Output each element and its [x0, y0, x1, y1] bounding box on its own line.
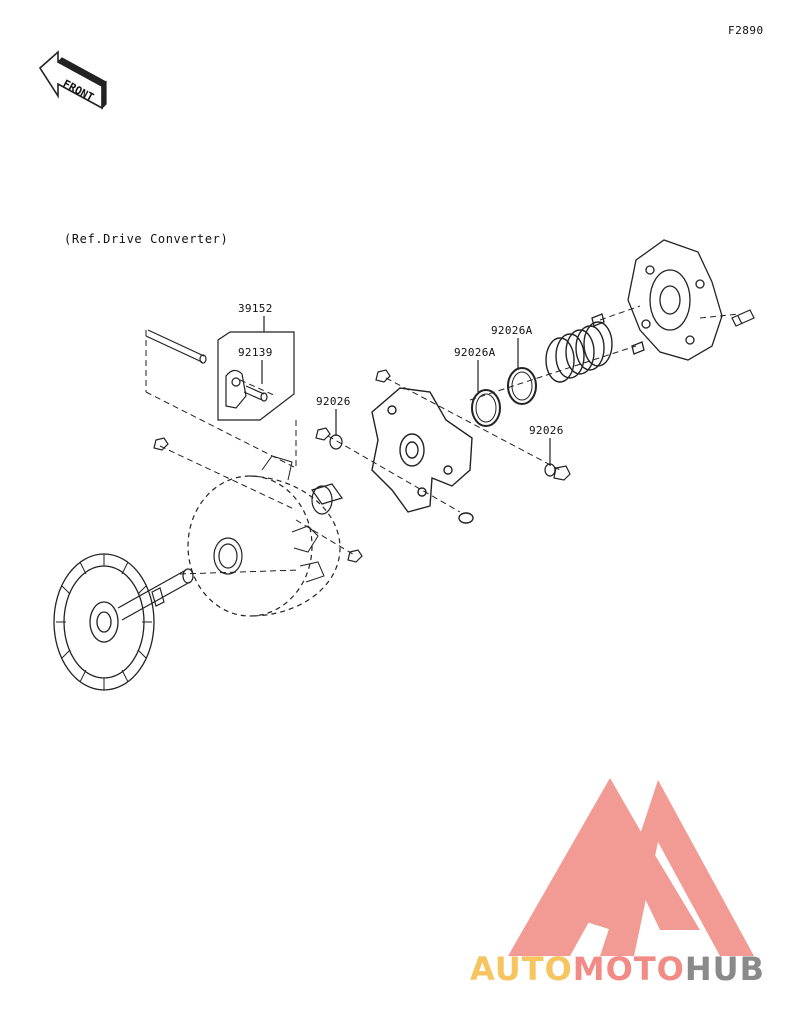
- nut-left: [153, 437, 169, 451]
- cover-bolt: [731, 309, 755, 327]
- o-ring-92026-right: [544, 463, 556, 477]
- callout-39152[interactable]: 39152: [238, 302, 273, 315]
- brand-hub: HUB: [684, 950, 766, 988]
- spider-hub: [371, 387, 474, 524]
- reference-note: (Ref.Drive Converter): [64, 232, 229, 246]
- automotohub-logo-icon: [508, 778, 754, 956]
- nut-92026-side: [315, 427, 331, 441]
- figure-code: F2890: [728, 24, 764, 37]
- callout-92026-left[interactable]: 92026: [316, 395, 351, 408]
- nut-mid: [347, 549, 363, 563]
- automotohub-watermark: AUTOMOTOHUB: [470, 950, 765, 988]
- sheave-towers: [261, 455, 325, 583]
- fixed-sheave-fan: [53, 553, 155, 691]
- callout-92026A-upper[interactable]: 92026A: [491, 324, 533, 337]
- weight-arm-92139: [225, 369, 268, 409]
- brand-moto: MOTO: [572, 950, 685, 988]
- ring-92026A-upper: [507, 367, 537, 405]
- drive-shaft: [117, 568, 194, 621]
- callout-92139[interactable]: 92139: [238, 346, 273, 359]
- front-arrow-icon: FRONT: [38, 50, 107, 110]
- callout-92026-right[interactable]: 92026: [529, 424, 564, 437]
- spring-cover: [591, 239, 723, 361]
- nut-right: [553, 465, 571, 481]
- kit-bracket-39152: [217, 331, 295, 421]
- shaft-pin: [145, 329, 207, 364]
- sheave-bushing: [213, 483, 343, 575]
- o-ring-92026-left: [329, 434, 343, 450]
- ring-92026A-lower: [471, 389, 501, 427]
- callout-92026A-lower[interactable]: 92026A: [454, 346, 496, 359]
- brand-auto: AUTO: [470, 950, 573, 988]
- spring: [545, 321, 613, 383]
- nut-spider-top: [375, 369, 391, 383]
